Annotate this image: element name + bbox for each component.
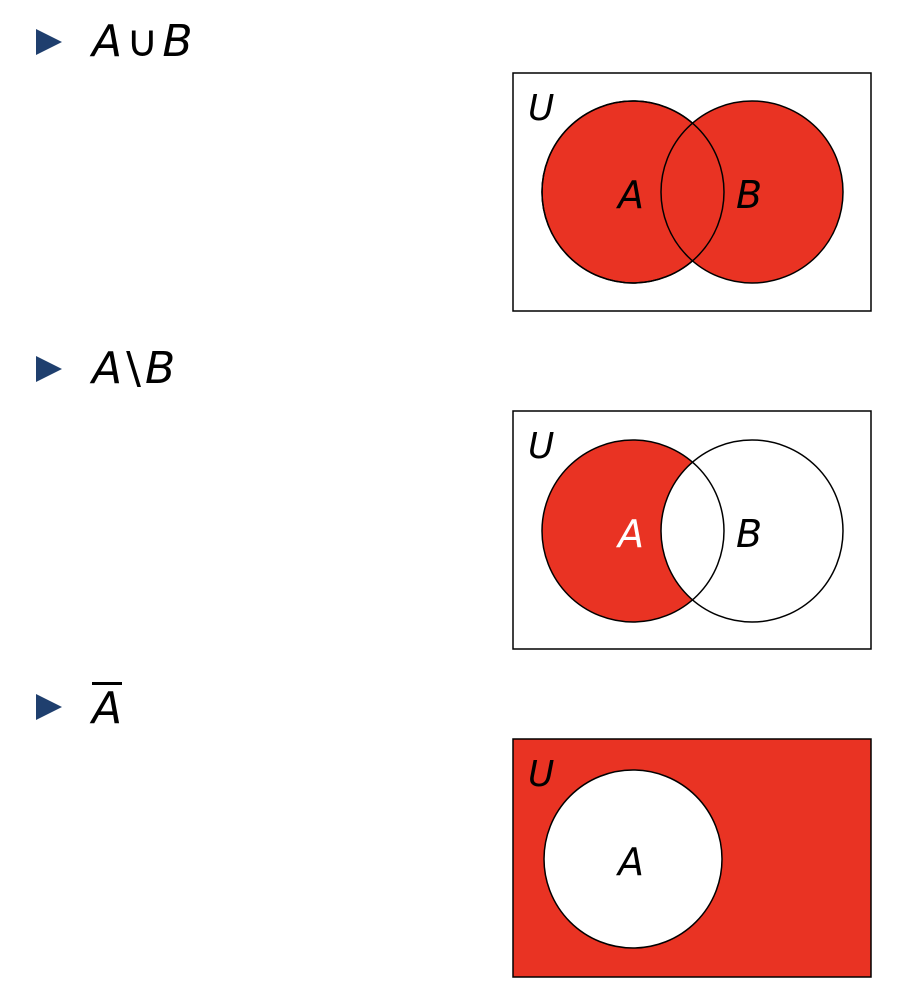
set-a-symbol: A	[92, 16, 123, 67]
set-a-label: A	[615, 512, 644, 556]
union-operator: ∪	[126, 16, 159, 67]
universe-label: U	[528, 426, 554, 467]
universe-label: U	[528, 88, 554, 129]
set-b-symbol: B	[144, 343, 176, 394]
set-a-circle	[543, 769, 723, 949]
union-venn-diagram: U A B	[512, 72, 872, 312]
set-a-label: A	[615, 840, 644, 884]
set-b-label: B	[736, 512, 762, 556]
set-a-label: A	[615, 173, 644, 217]
difference-expression: A\B	[92, 347, 175, 391]
bullet-icon	[36, 356, 62, 382]
complement-expression: A	[92, 682, 123, 734]
set-b-symbol: B	[162, 16, 193, 67]
set-a-outline	[541, 100, 725, 284]
set-b-circle	[660, 100, 844, 284]
union-expression: A∪B	[92, 20, 193, 64]
bullet-icon	[36, 29, 62, 55]
set-a-complement-symbol: A	[92, 682, 123, 734]
bullet-icon	[36, 694, 62, 720]
complement-venn-diagram: U A	[512, 738, 872, 978]
set-b-circle	[660, 439, 844, 623]
set-a-outline	[541, 439, 725, 623]
set-minus-operator: \	[126, 343, 141, 394]
difference-venn-diagram: U A B	[512, 410, 872, 650]
intersection-cutout	[661, 440, 724, 622]
set-a-symbol: A	[92, 343, 123, 394]
set-b-label: B	[736, 173, 762, 217]
universe-label: U	[528, 754, 554, 795]
